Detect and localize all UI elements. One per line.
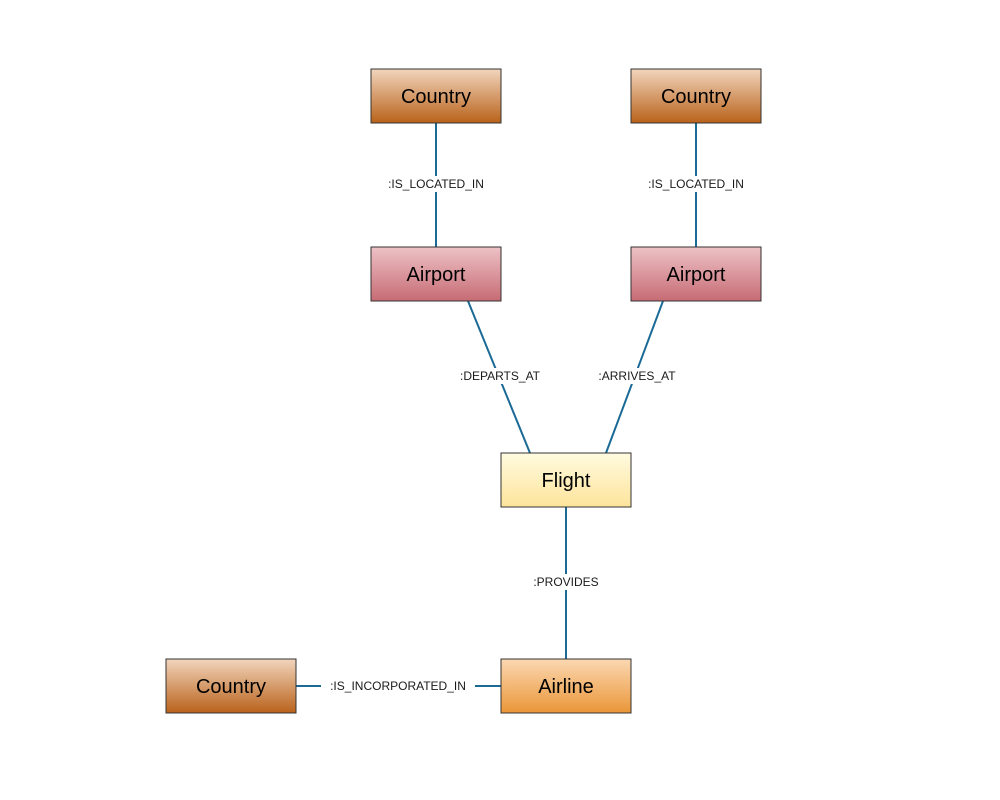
nodes: Country Country Airport Airport Flight A… (165, 68, 762, 714)
edge-label-departs-at: :DEPARTS_AT (460, 369, 541, 383)
edge-flight-airport1: :DEPARTS_AT (453, 300, 547, 454)
node-label-airport: Airport (407, 264, 466, 286)
node-label-country: Country (661, 86, 731, 108)
node-box[interactable] (500, 658, 632, 714)
edge-airline-country3: :IS_INCORPORATED_IN (296, 678, 501, 694)
edge-label-bg (382, 176, 490, 192)
edge-label-arrives-at: :ARRIVES_AT (598, 369, 676, 383)
edge-airport1-country1: :IS_LOCATED_IN (382, 122, 490, 247)
node-label-flight: Flight (542, 470, 591, 492)
edge-label-bg (453, 368, 547, 384)
edge-label-is-incorporated-in: :IS_INCORPORATED_IN (330, 679, 466, 693)
node-box[interactable] (500, 452, 632, 508)
edge-label-provides: :PROVIDES (533, 575, 598, 589)
edge-flight-airport2: :ARRIVES_AT (592, 300, 682, 454)
edge-label-bg (592, 368, 682, 384)
node-country-2[interactable]: Country (630, 68, 762, 124)
node-airport-2[interactable]: Airport (630, 246, 762, 302)
edge-airline-flight: :PROVIDES (527, 507, 605, 659)
node-box[interactable] (165, 658, 297, 714)
edge-airport2-country2: :IS_LOCATED_IN (642, 122, 750, 247)
edge-label-bg (321, 678, 475, 694)
edges: :IS_LOCATED_IN :IS_LOCATED_IN :DEPARTS_A… (296, 122, 750, 694)
node-airport-1[interactable]: Airport (370, 246, 502, 302)
node-country-3[interactable]: Country (165, 658, 297, 714)
node-label-country: Country (196, 676, 266, 698)
node-flight[interactable]: Flight (500, 452, 632, 508)
node-airline[interactable]: Airline (500, 658, 632, 714)
edge-label-bg (642, 176, 750, 192)
node-box[interactable] (630, 246, 762, 302)
edge-label-is-located-in: :IS_LOCATED_IN (388, 177, 484, 191)
node-label-airport: Airport (667, 264, 726, 286)
edge-label-bg (527, 574, 605, 590)
node-box[interactable] (370, 246, 502, 302)
node-country-1[interactable]: Country (370, 68, 502, 124)
node-label-airline: Airline (538, 676, 594, 698)
node-label-country: Country (401, 86, 471, 108)
node-box[interactable] (370, 68, 502, 124)
node-box[interactable] (630, 68, 762, 124)
edge-label-is-located-in: :IS_LOCATED_IN (648, 177, 744, 191)
